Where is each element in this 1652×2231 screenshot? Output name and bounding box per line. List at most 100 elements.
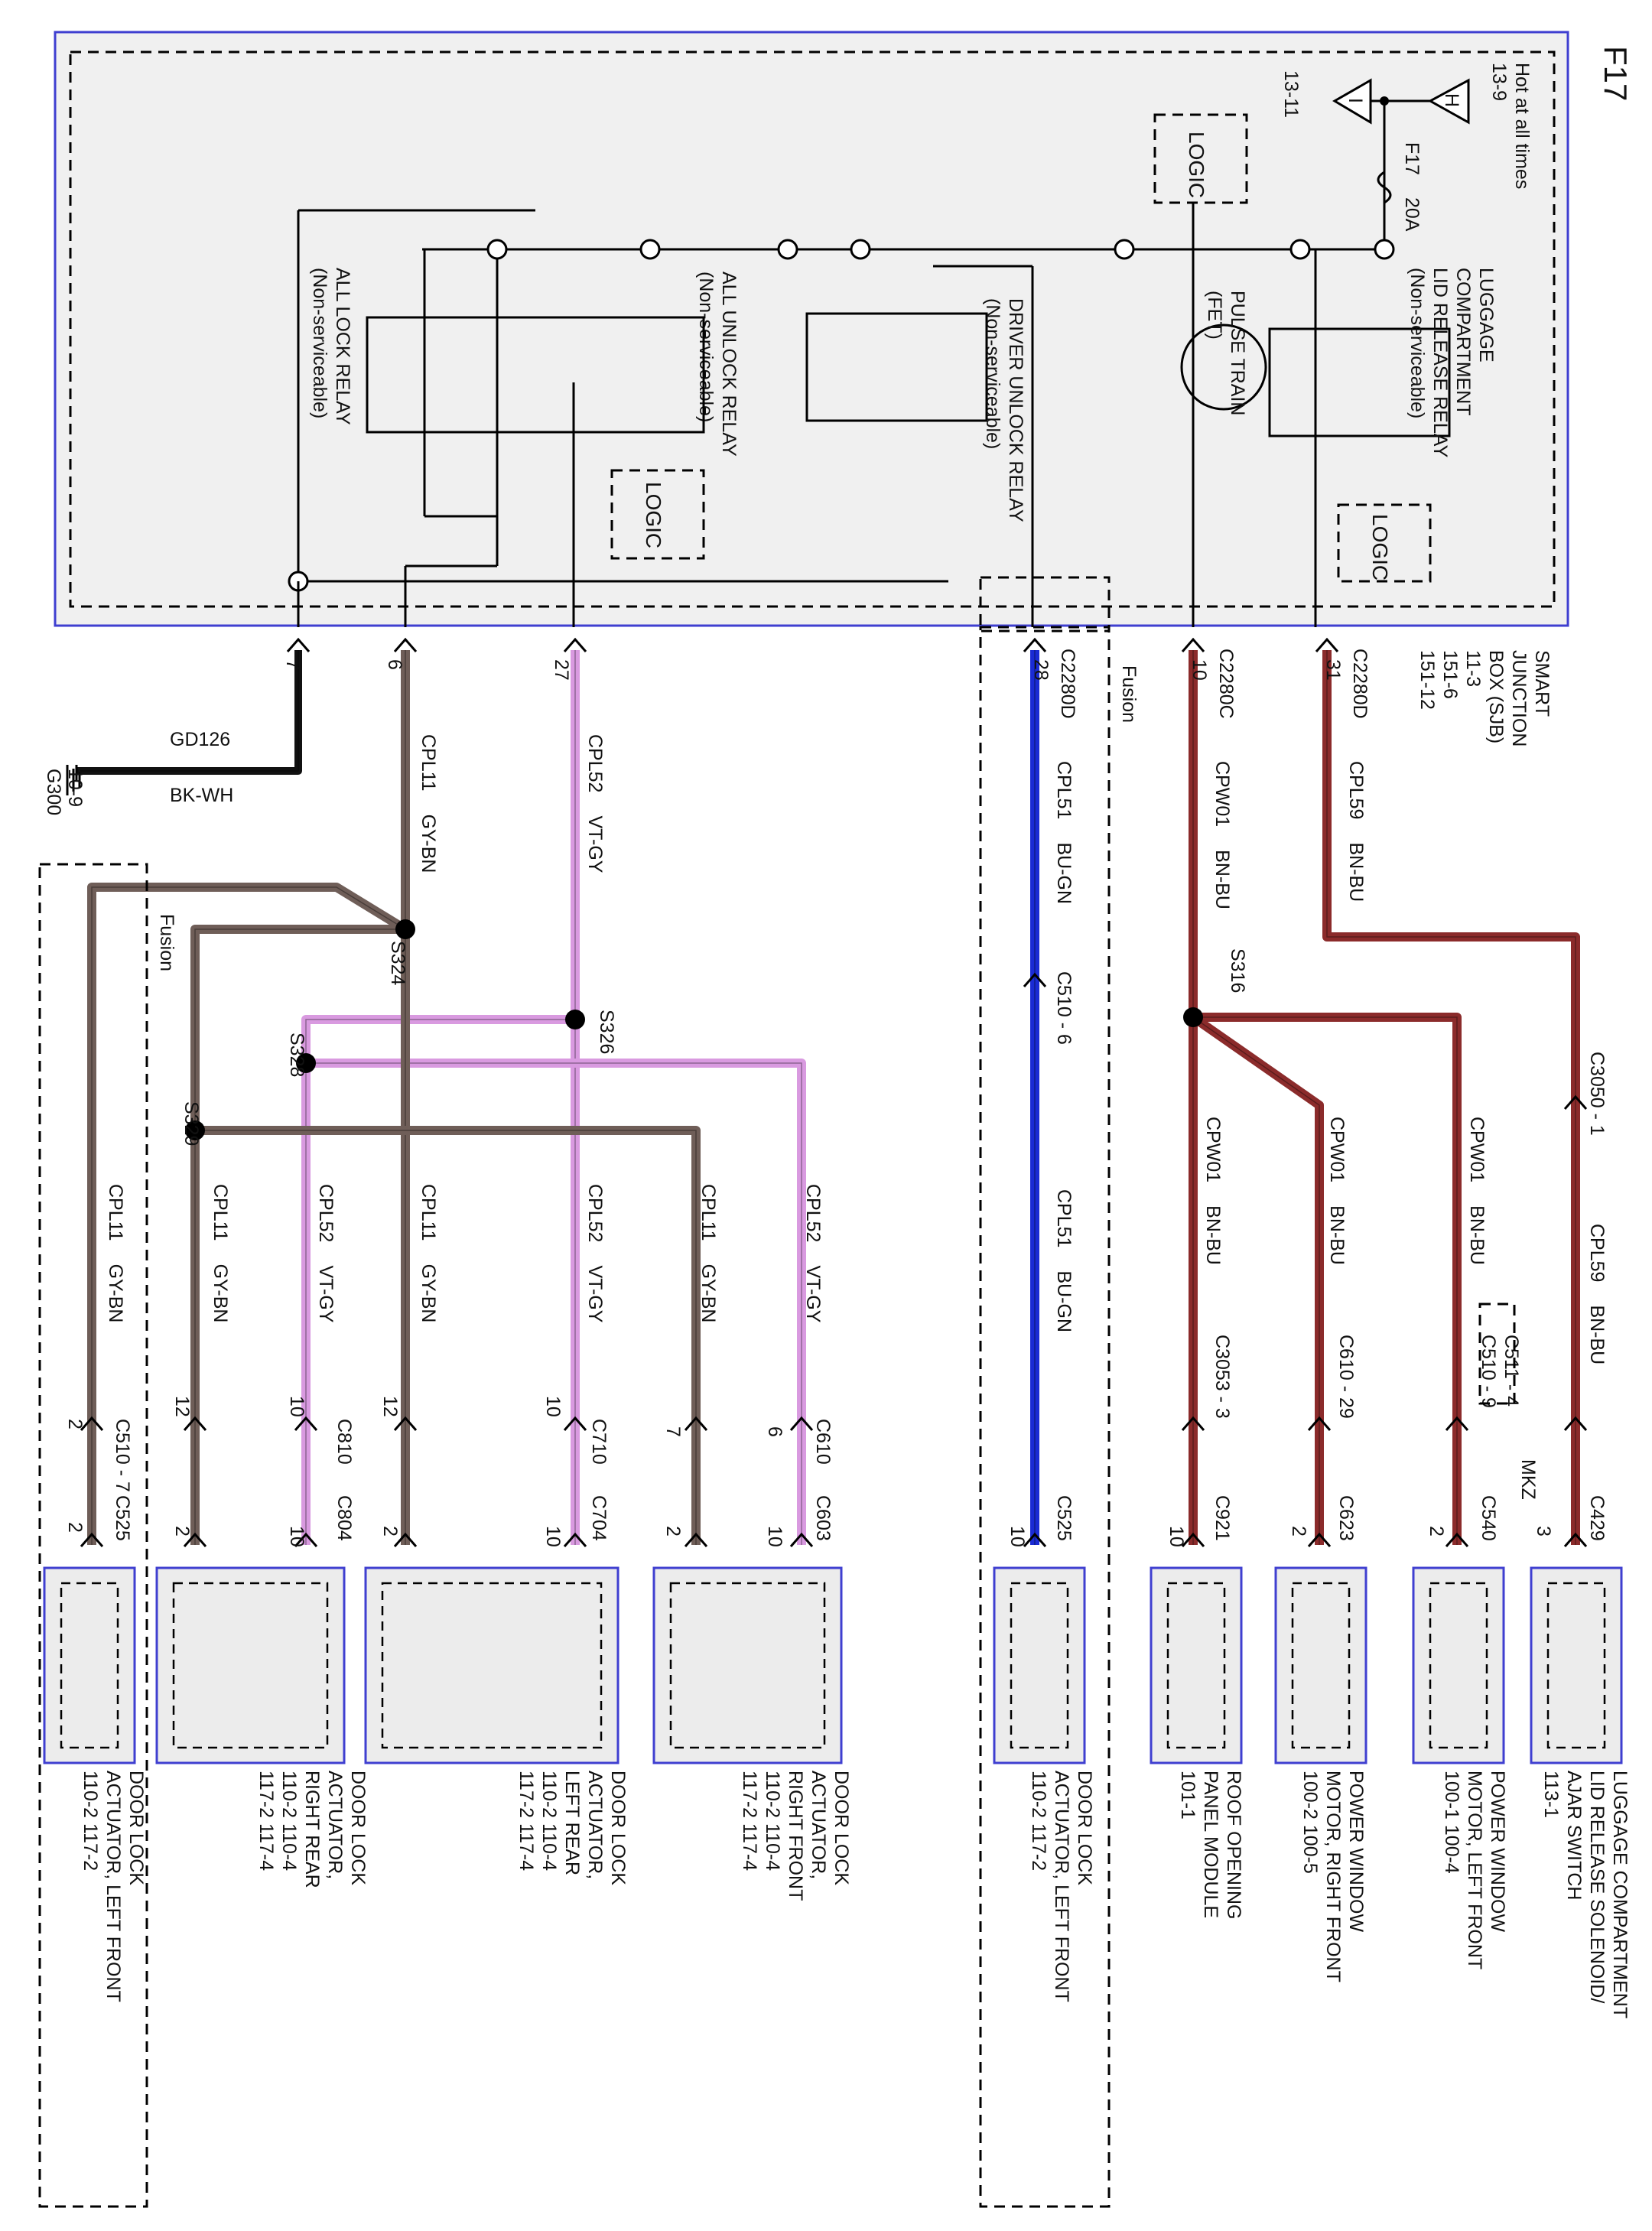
wire-cpl11-left	[87, 883, 408, 1545]
svg-text:3: 3	[1533, 1526, 1554, 1537]
inline-connector-arrow-c510-6	[1023, 972, 1047, 987]
component-labels: LUGGAGE COMPARTMENT LID RELEASE SOLENOID…	[80, 1771, 1631, 2018]
inline-connector-arrow-9	[294, 1416, 318, 1431]
svg-text:CPL59BN-BU: CPL59BN-BU	[1586, 1224, 1608, 1364]
svg-text:CPL11GY-BN: CPL11GY-BN	[418, 734, 439, 873]
component-connector-arrow-6	[684, 1532, 708, 1547]
svg-text:12: 12	[171, 1396, 193, 1417]
svg-text:CPL11GY-BN: CPL11GY-BN	[210, 1184, 231, 1322]
svg-text:Hot at all times: Hot at all times	[1511, 63, 1533, 189]
svg-text:CPL51BU-GN: CPL51BU-GN	[1053, 761, 1075, 904]
component-connector-arrow-2	[1307, 1532, 1332, 1547]
svg-text:6: 6	[384, 659, 405, 670]
component-pin-numbers: 3 2 2 10 10 6 7 10 12 10 12 2 10 2 10 2 …	[64, 1396, 1554, 1547]
sjb-labels: F17 Hot at all times 13-9 13-11 H I F17 …	[288, 46, 1634, 633]
fusion-region-left-front	[38, 863, 148, 2208]
svg-text:28: 28	[1030, 659, 1052, 681]
power-symbol: H	[1441, 93, 1462, 107]
svg-text:101-1: 101-1	[1177, 1771, 1198, 1820]
svg-text:ROOF OPENING: ROOF OPENING	[1223, 1771, 1244, 1919]
svg-text:C510 - 9: C510 - 9	[1478, 1335, 1499, 1408]
logic-block-luggage	[1337, 503, 1432, 583]
component-dl-right-front	[652, 1566, 843, 1764]
fusion-label-left: Fusion	[156, 914, 177, 971]
svg-text:ACTUATOR, LEFT FRONT: ACTUATOR, LEFT FRONT	[102, 1771, 124, 2002]
svg-text:C511 - 4: C511 - 4	[1501, 1335, 1522, 1407]
svg-text:C804: C804	[333, 1495, 355, 1541]
sjb-connector-arrow-1	[1181, 637, 1205, 652]
svg-text:117-2 117-4: 117-2 117-4	[515, 1771, 537, 1871]
svg-text:117-2 117-4: 117-2 117-4	[255, 1771, 277, 1871]
harness-wires	[76, 637, 1588, 1547]
svg-text:113-1: 113-1	[1540, 1771, 1562, 1818]
svg-text:C704: C704	[588, 1495, 610, 1541]
svg-text:ACTUATOR,: ACTUATOR,	[808, 1771, 829, 1879]
svg-text:C540: C540	[1478, 1495, 1499, 1541]
svg-text:12: 12	[379, 1396, 401, 1417]
lock-relays-box	[366, 316, 705, 434]
components	[43, 1566, 1623, 1764]
inline-connector-arrow-10	[183, 1416, 207, 1431]
wire-cpl52-s328-edge	[306, 1062, 802, 1545]
sjb-connector-arrow-2	[1023, 637, 1047, 652]
svg-text:110-2 110-4: 110-2 110-4	[538, 1771, 560, 1871]
svg-text:LUGGAGE COMPARTMENT: LUGGAGE COMPARTMENT	[1609, 1771, 1631, 2018]
svg-text:(Non-serviceable): (Non-serviceable)	[982, 298, 1003, 449]
svg-text:POWER WINDOW: POWER WINDOW	[1345, 1771, 1367, 1932]
component-connector-arrow-7	[563, 1532, 587, 1547]
svg-text:C623: C623	[1335, 1495, 1357, 1541]
component-connector-arrow-10	[183, 1532, 207, 1547]
svg-text:CPW01BN-BU: CPW01BN-BU	[1211, 761, 1233, 909]
component-dl-right-front-inner	[669, 1582, 826, 1749]
component-connector-arrow-0	[1563, 1532, 1588, 1547]
fusion-region-sjb	[979, 576, 1111, 633]
svg-text:GD126: GD126	[170, 729, 230, 750]
splice-s328	[296, 1053, 316, 1073]
sjb-inner-dashed	[69, 50, 1556, 608]
svg-text:Fusion: Fusion	[1118, 665, 1140, 723]
wire-cpl11-s324	[190, 925, 405, 1545]
splice-s316	[1183, 1007, 1203, 1027]
power-source-icon	[1427, 78, 1470, 125]
svg-text:10: 10	[286, 1396, 307, 1417]
component-connector-arrow-11	[80, 1532, 104, 1547]
all-lock-relay-label: ALL LOCK RELAY (Non-serviceable)	[309, 268, 353, 425]
svg-text:13-9: 13-9	[1488, 63, 1510, 101]
svg-text:S328: S328	[286, 1033, 307, 1077]
svg-text:CPL52VT-GY: CPL52VT-GY	[584, 734, 606, 873]
svg-text:110-2 117-2: 110-2 117-2	[80, 1771, 101, 1871]
sjb-title: SMART JUNCTION BOX (SJB) 11-3 151-6 151-…	[1416, 650, 1553, 746]
svg-text:10: 10	[286, 1526, 307, 1547]
inline-connector-arrow-7	[563, 1416, 587, 1431]
wire-cpw01-left-edge	[1193, 1016, 1458, 1545]
svg-text:31: 31	[1322, 659, 1344, 681]
page-id: F17	[1598, 46, 1634, 101]
splice-s326	[565, 1010, 585, 1029]
svg-text:S316: S316	[1227, 948, 1248, 993]
component-pw-left-front	[1412, 1566, 1505, 1764]
svg-text:(Non-serviceable): (Non-serviceable)	[309, 268, 330, 418]
svg-text:CPL52VT-GY: CPL52VT-GY	[315, 1184, 337, 1323]
svg-text:C510 - 6: C510 - 6	[1053, 971, 1075, 1045]
svg-text:100-2 100-5: 100-2 100-5	[1299, 1771, 1321, 1874]
svg-text:LUGGAGE: LUGGAGE	[1475, 268, 1497, 363]
svg-text:LID RELEASE RELAY: LID RELEASE RELAY	[1429, 268, 1451, 458]
svg-text:ALL UNLOCK RELAY: ALL UNLOCK RELAY	[718, 272, 740, 457]
svg-text:MOTOR, RIGHT FRONT: MOTOR, RIGHT FRONT	[1322, 1771, 1344, 1982]
mkz-option-box	[1478, 1303, 1516, 1405]
component-pw-left-front-inner	[1429, 1582, 1488, 1749]
wire-cpl11-left-edge	[91, 886, 406, 1545]
component-roof-module-inner	[1166, 1582, 1226, 1749]
component-connector-arrow-5	[789, 1532, 814, 1547]
svg-text:2: 2	[1288, 1526, 1309, 1537]
inline-connector-arrow-0	[1563, 1416, 1588, 1431]
sjb-connector-arrow-5	[286, 637, 311, 652]
svg-text:C610 - 29: C610 - 29	[1335, 1335, 1357, 1419]
svg-text:10: 10	[1189, 659, 1210, 681]
svg-text:ACTUATOR, LEFT FRONT: ACTUATOR, LEFT FRONT	[1051, 1771, 1072, 2002]
svg-text:SMART: SMART	[1531, 650, 1553, 717]
svg-text:MKZ: MKZ	[1517, 1459, 1539, 1500]
svg-text:C810: C810	[333, 1419, 355, 1465]
wire-cpl52-s326-edge	[305, 1019, 575, 1545]
